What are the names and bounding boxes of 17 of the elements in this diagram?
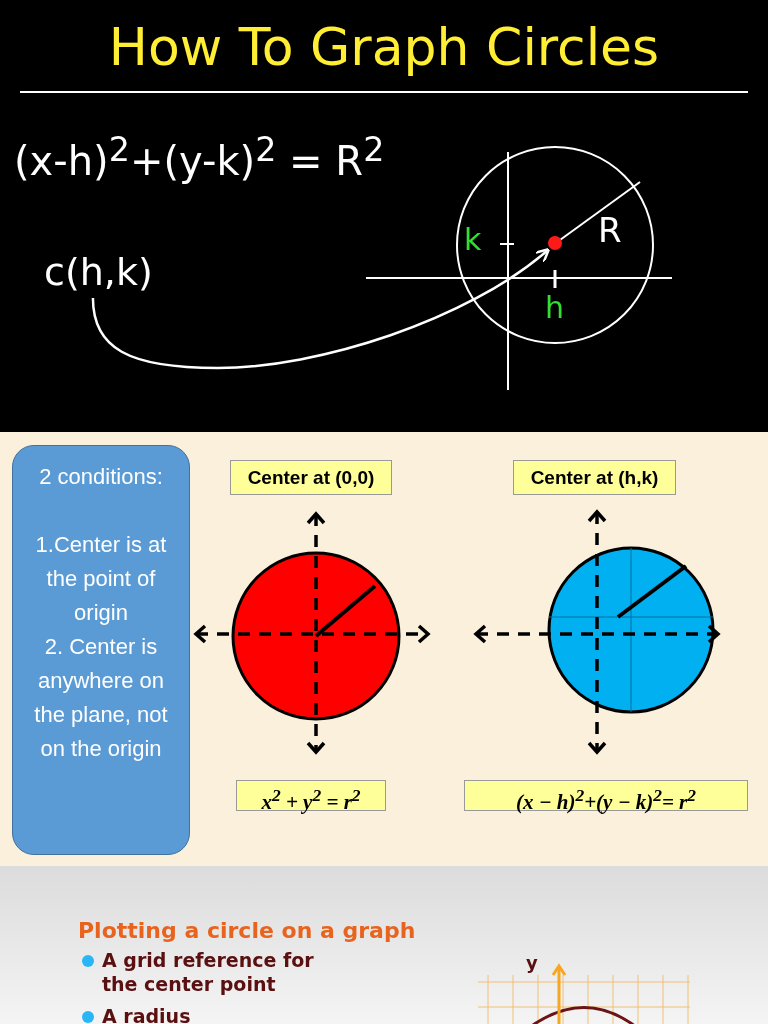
condition-text: 1.Center is at the point of origin — [34, 531, 168, 627]
axis-label: y — [526, 952, 538, 973]
curved-arrow — [91, 247, 551, 370]
bullet-text: A radius — [102, 1004, 191, 1024]
equation: (x-h)$^{2}$+(y-k)$^{2}$ = R$^{2}$ — [14, 130, 385, 185]
caption-box: Center at (h,k) — [513, 460, 676, 495]
condition-text: 2. Center is anywhere on the plane, not on the origin — [33, 633, 169, 763]
radius-label: R — [598, 210, 622, 250]
panel-heading: 2 conditions: — [38, 463, 164, 491]
title: How To Graph Circles — [107, 16, 661, 79]
axis-label: k — [464, 222, 482, 257]
caption-box: Center at (0,0) — [230, 460, 392, 495]
axis-label: h — [545, 290, 564, 325]
bullet-text: A grid reference for the center point — [102, 948, 315, 996]
center-notation: c(h,k) — [44, 250, 153, 294]
section-heading: Plotting a circle on a graph — [78, 918, 416, 943]
conditions-panel — [12, 445, 190, 855]
